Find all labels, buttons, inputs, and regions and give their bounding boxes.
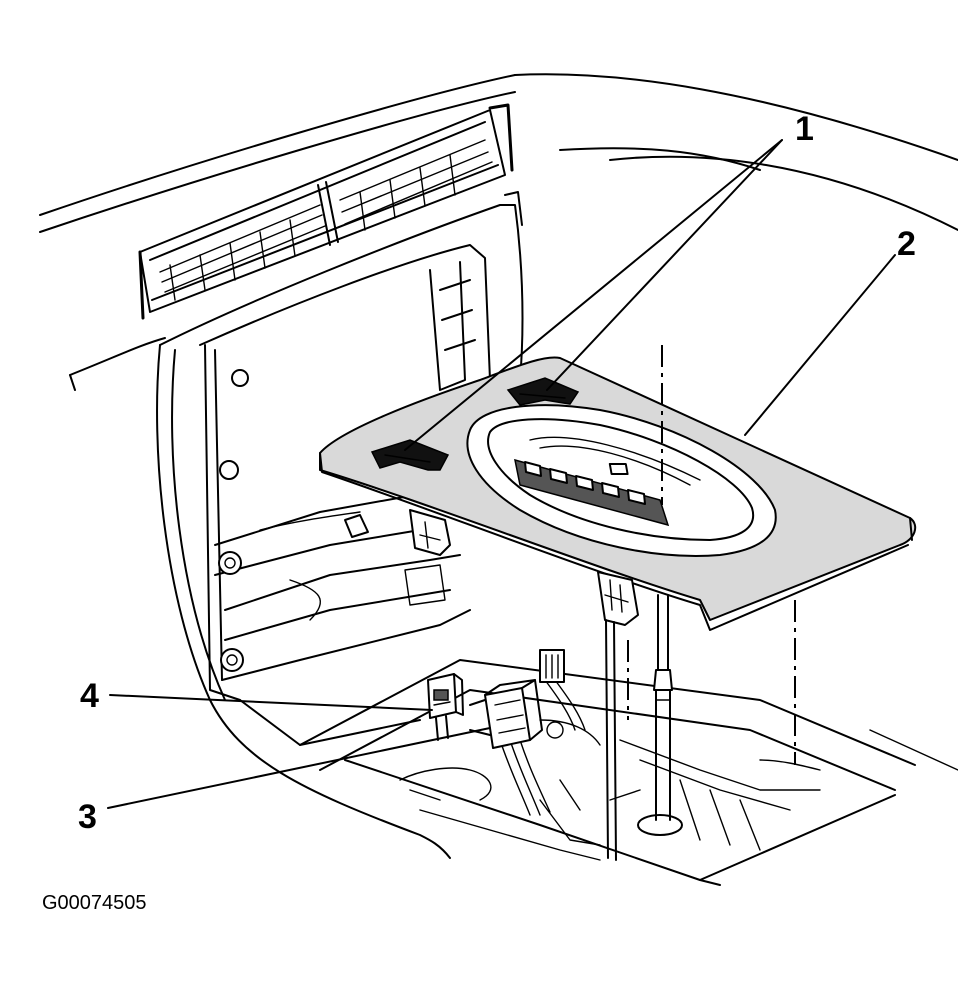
trim-plate-2 [319,356,917,631]
floor-pan [299,659,958,886]
air-vent [138,103,514,320]
callout-4: 4 [80,677,99,715]
shift-lever [653,594,673,821]
internal-bracket [214,369,461,672]
dashboard-outline [39,73,958,391]
figure-id: G00074505 [42,892,147,914]
wiring-harness [499,649,601,816]
leader-lines [107,139,896,809]
connector-4 [427,673,464,741]
callout-2: 2 [897,225,916,263]
module-3 [469,679,564,749]
console-opening [156,191,524,859]
callout-1: 1 [795,110,814,148]
callout-3: 3 [78,798,97,836]
alignment-lines [605,345,796,861]
